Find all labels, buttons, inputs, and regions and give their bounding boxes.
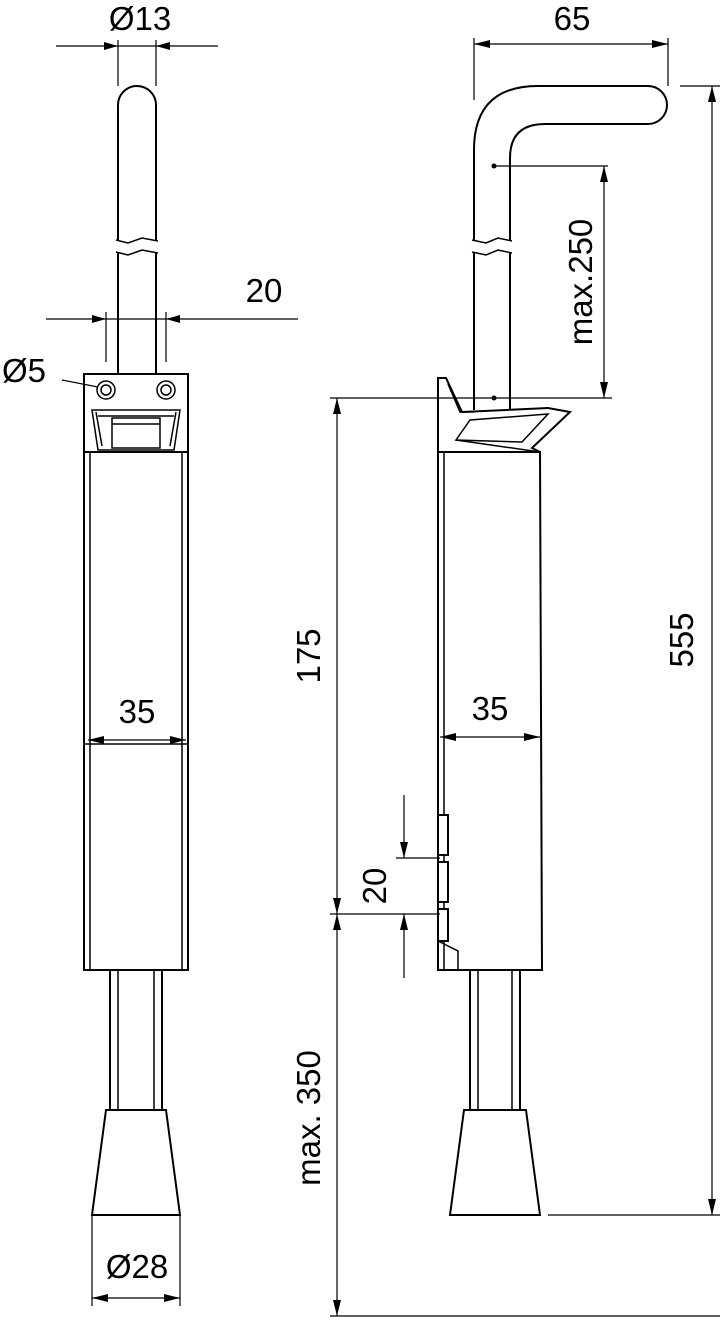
dimension-plate-spacing: 20 [330,795,440,978]
mounting-hole-right [156,380,176,400]
dimension-extension: max. 350 [290,914,720,1317]
dimension-hole-spacing: 20 [46,272,298,362]
front-upper-rod [115,85,159,378]
dimension-overall-height: 555 [548,85,720,1216]
front-view [83,85,189,1216]
side-rubber-foot [448,1109,542,1216]
front-body [83,451,189,971]
side-head [437,377,573,453]
dimension-hole-diameter: Ø5 [2,352,99,389]
dimension-foot-diameter: Ø28 [91,1215,181,1306]
dimension-body-width-side: 35 [440,690,540,741]
side-view [437,85,668,1216]
side-lever-arm [471,85,668,415]
lever-height-label: max.250 [562,219,599,346]
extension-label: max. 350 [290,1050,327,1186]
body-width-side-label: 35 [472,690,509,727]
mounting-hole-left [96,380,116,400]
plate-spacing-label: 20 [356,868,393,905]
hole-diameter-label: Ø5 [2,352,46,389]
body-width-front-label: 35 [119,693,156,730]
side-lower-rod [469,970,521,1110]
body-height-label: 175 [290,628,327,683]
dimension-rod-diameter: Ø13 [56,0,218,86]
dimension-lever-height: max.250 [430,166,612,399]
front-rubber-foot [90,1109,182,1216]
side-latch-plates [437,814,459,970]
overall-height-label: 555 [663,612,700,667]
dimension-body-width-front: 35 [88,693,186,744]
foot-diameter-label: Ø28 [106,1248,168,1285]
front-mounting-plate [83,373,189,455]
dimension-arm-length: 65 [473,0,669,100]
front-lower-rod [109,970,163,1110]
hole-spacing-label: 20 [246,272,283,309]
arm-length-label: 65 [554,0,591,37]
rod-diameter-label: Ø13 [109,0,171,37]
dimension-body-height: 175 [290,397,430,914]
